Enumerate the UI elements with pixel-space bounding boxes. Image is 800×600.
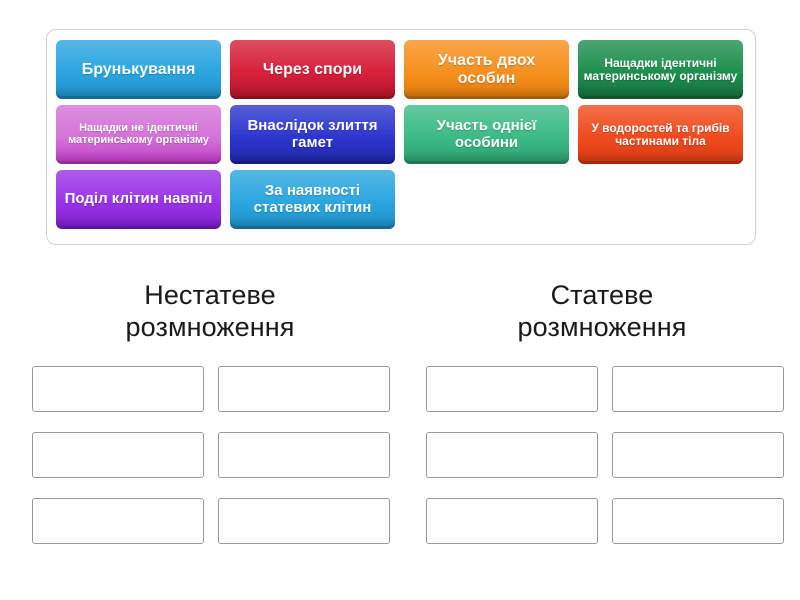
dropzone[interactable] [426, 432, 598, 478]
draggable-tile[interactable]: Участь однієї особини [404, 105, 569, 164]
dropzone-grid-asexual [32, 366, 390, 544]
tile-label: Нащадки не ідентичні материнському орган… [68, 121, 209, 146]
tile-label: Участь однієї особини [436, 117, 537, 151]
tile-row-3: Поділ клітин навпіл За наявності статеви… [56, 170, 755, 229]
dropzone[interactable] [426, 366, 598, 412]
dropzone[interactable] [218, 498, 390, 544]
group-heading-line-1: Статеве [550, 280, 654, 310]
tile-row-2: Нащадки не ідентичні материнському орган… [56, 105, 755, 164]
group-heading-asexual: Нестатеве розмноження [20, 280, 400, 343]
draggable-tile[interactable]: Внаслідок злиття гамет [230, 105, 395, 164]
tile-label: Через спори [262, 60, 363, 78]
draggable-tile[interactable]: Брунькування [56, 40, 221, 99]
tile-label: Участь двох особин [437, 52, 536, 87]
draggable-tile[interactable]: У водоростей та грибів частинами тіла [578, 105, 743, 164]
draggable-tile[interactable]: Через спори [230, 40, 395, 99]
dropzone[interactable] [612, 432, 784, 478]
dropzone[interactable] [32, 432, 204, 478]
group-heading-line-2: розмноження [517, 311, 687, 342]
tile-label: Нащадки ідентичні материнському організм… [583, 55, 738, 83]
dropzone[interactable] [32, 366, 204, 412]
dropzone[interactable] [612, 498, 784, 544]
tile-label: Поділ клітин навпіл [64, 190, 213, 208]
tile-tray: Брунькування Через спори Участь двох осо… [46, 29, 756, 245]
dropzone[interactable] [218, 366, 390, 412]
draggable-tile[interactable]: Нащадки ідентичні материнському організм… [578, 40, 743, 99]
tile-label: За наявності статевих клітин [253, 182, 372, 216]
tile-label: У водоростей та грибів частинами тіла [591, 120, 730, 148]
dropzone[interactable] [426, 498, 598, 544]
group-heading-line-2: розмноження [125, 311, 295, 342]
dropzone[interactable] [218, 432, 390, 478]
tile-row-1: Брунькування Через спори Участь двох осо… [56, 40, 755, 99]
group-heading-sexual: Статеве розмноження [412, 280, 792, 343]
dropzone[interactable] [32, 498, 204, 544]
tile-label: Брунькування [81, 60, 196, 78]
draggable-tile[interactable]: Нащадки не ідентичні материнському орган… [56, 105, 221, 164]
group-heading-line-1: Нестатеве [144, 280, 276, 310]
tile-label: Внаслідок злиття гамет [247, 117, 378, 151]
draggable-tile[interactable]: Поділ клітин навпіл [56, 170, 221, 229]
dropzone-grid-sexual [426, 366, 784, 544]
dropzone[interactable] [612, 366, 784, 412]
draggable-tile[interactable]: Участь двох особин [404, 40, 569, 99]
draggable-tile[interactable]: За наявності статевих клітин [230, 170, 395, 229]
